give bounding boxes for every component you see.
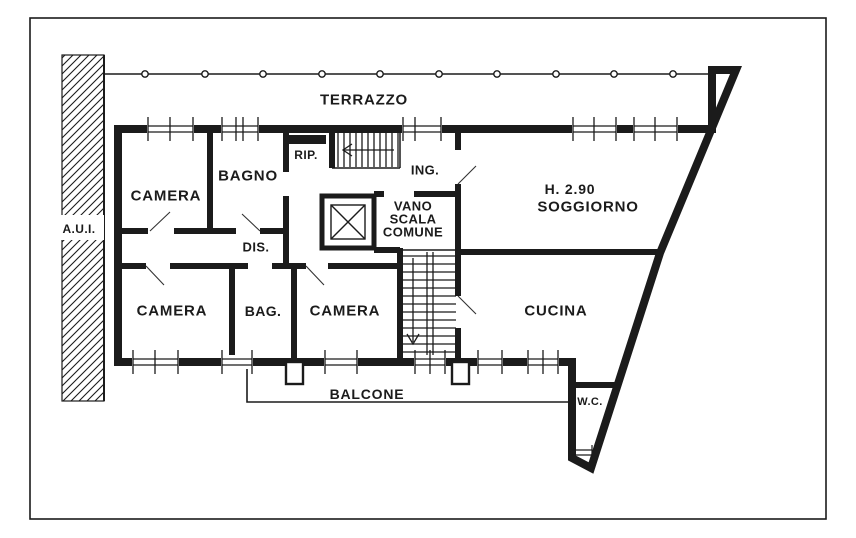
room-label-bagno: BAGNO [218,168,278,185]
elevator-icon [319,193,377,251]
frame-border [29,17,827,520]
room-label-camera-s: CAMERA [310,303,381,320]
entrance-door-symbol [402,117,442,141]
room-label-camera-sw: CAMERA [137,303,208,320]
stairwell-label-backing [377,197,450,241]
stairwell-label-line1: VANO [394,199,432,214]
room-label-bag: BAG. [245,303,282,319]
interior-walls [118,129,659,388]
window-symbol [572,117,617,141]
window-symbol [132,350,179,374]
window-symbol [147,117,194,141]
label-aui: A.U.I. [62,222,95,236]
room-label-ing: ING. [411,163,439,178]
window-symbol [633,117,678,141]
terrace-railing [104,70,712,78]
room-label-dis: DIS. [243,240,270,255]
rip-solid-block [288,135,326,144]
window-symbol [527,350,559,374]
window-symbol [221,117,259,141]
balcony-outline [246,366,570,403]
room-label-camera-nw: CAMERA [131,188,202,205]
window-symbol [477,350,503,374]
balcony-pillar [450,360,471,386]
main-stairs-icon [402,252,456,356]
window-symbol [324,350,358,374]
label-balcone: BALCONE [330,386,405,402]
door-leaf-lines [145,165,477,315]
room-label-rip: RIP. [294,148,317,162]
balcony-pillar [284,360,305,386]
room-label-soggiorno: SOGGIORNO [537,199,638,216]
room-label-cucina: CUCINA [524,303,587,320]
room-label-wc: W.C. [577,396,602,408]
balcony-door-symbol [414,350,446,374]
label-height-note: H. 2.90 [545,181,596,197]
window-symbol [569,445,593,460]
stairwell-label-line2: SCALA [390,212,437,227]
stairwell-label-line3: COMUNE [383,225,443,240]
window-symbol [221,350,253,374]
label-terrazzo: TERRAZZO [320,92,408,109]
boundary-hatch-wall [54,54,105,402]
upper-stairs-icon [337,131,399,167]
landing-lines [332,131,458,251]
